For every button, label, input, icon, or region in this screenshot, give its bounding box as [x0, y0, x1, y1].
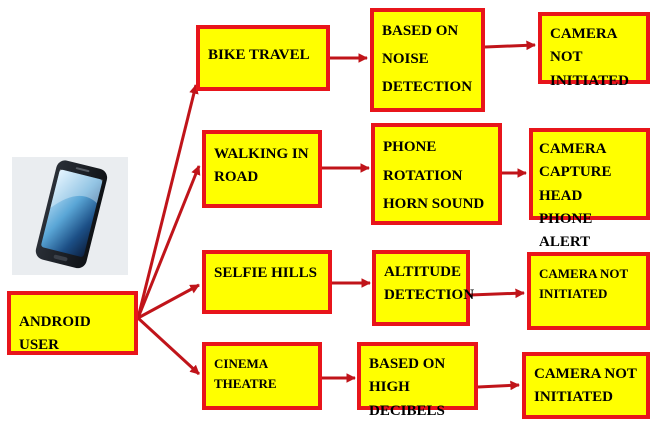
node-based-on-high-decibels: BASED ON HIGH DECIBELS: [357, 342, 478, 419]
node-cinema-theatre: CINEMA THEATRE: [202, 342, 322, 410]
arrow-user-to-bike: [136, 84, 199, 319]
phone-image: [12, 157, 128, 275]
smartphone-icon: [35, 160, 108, 269]
node-camera-not-initiated-2: CAMERA NOT INITIATED: [527, 252, 650, 330]
node-based-on-noise-detection: BASED ON NOISE DETECTION: [370, 8, 485, 112]
node-selfie-hills: SELFIE HILLS: [202, 250, 332, 314]
node-camera-not-initiated-1: CAMERA NOT INITIATED: [538, 12, 650, 89]
arrow-user-to-selfie: [137, 283, 200, 320]
arrow-decibels-to-camera-4: [477, 380, 520, 391]
node-walking-in-road: WALKING IN ROAD: [202, 130, 322, 208]
arrow-noise-to-camera-1: [484, 40, 536, 51]
node-camera-not-initiated-3: CAMERA NOT INITIATED: [522, 352, 650, 419]
node-phone-rotation-horn-sound: PHONE ROTATION HORN SOUND: [371, 123, 502, 225]
node-camera-capture-head-phone-alert: CAMERA CAPTURE HEAD PHONE ALERT: [529, 128, 650, 250]
arrow-user-to-cinema: [136, 316, 201, 376]
node-altitude-detection: ALTITUDE DETECTION: [372, 250, 474, 326]
node-bike-travel: BIKE TRAVEL: [196, 25, 330, 91]
arrow-altitude-to-camera-3: [469, 288, 525, 299]
node-android-user: ANDROID USER: [7, 291, 138, 355]
arrow-user-to-walking: [136, 165, 201, 319]
